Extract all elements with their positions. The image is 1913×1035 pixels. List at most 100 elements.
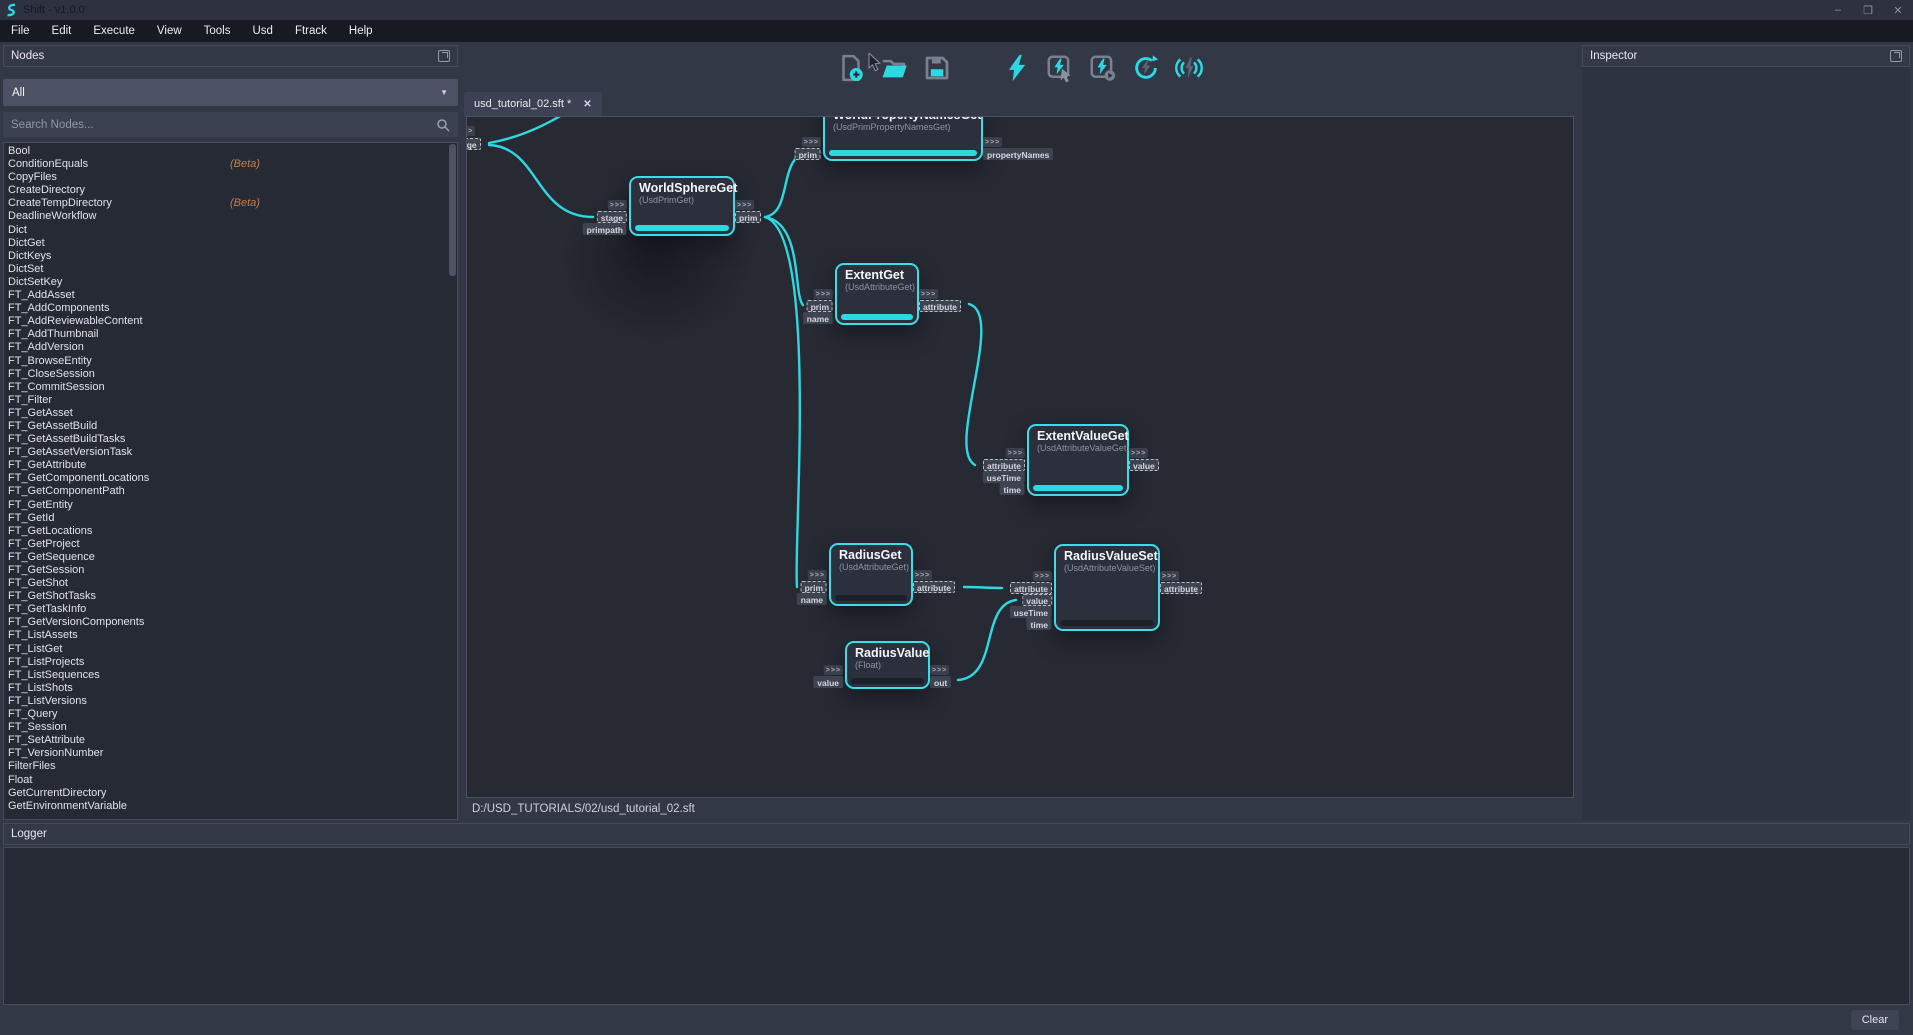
graph-node[interactable]: RadiusValueSet(UsdAttributeValueSet)attr… <box>1054 544 1160 631</box>
list-item[interactable]: FT_GetSequence <box>8 551 457 564</box>
list-item[interactable]: FT_CommitSession <box>8 381 457 394</box>
save-icon[interactable] <box>920 51 954 85</box>
execute-selected-icon[interactable] <box>1043 51 1077 85</box>
undock-icon[interactable] <box>1890 50 1902 62</box>
menu-item-usd[interactable]: Usd <box>242 20 284 42</box>
open-folder-icon[interactable] <box>877 51 911 85</box>
input-port-useTime[interactable]: useTime <box>983 471 1025 483</box>
graph-node[interactable]: RadiusValue(Float)value>>>out>>> <box>845 641 930 689</box>
tab-close-icon[interactable]: ✕ <box>583 99 591 110</box>
menu-item-execute[interactable]: Execute <box>82 20 146 42</box>
list-item[interactable]: DictSet <box>8 263 457 276</box>
list-item[interactable]: FT_GetVersionComponents <box>8 616 457 629</box>
refresh-execute-icon[interactable] <box>1129 51 1163 85</box>
list-item[interactable]: CopyFiles <box>8 171 457 184</box>
input-port-value[interactable]: value <box>813 676 843 688</box>
input-port-attribute[interactable]: attribute <box>1010 582 1052 594</box>
list-item[interactable]: FT_AddThumbnail <box>8 328 457 341</box>
graph-node[interactable]: WorldPropertyNamesGet(UsdPrimPropertyNam… <box>823 116 983 161</box>
close-button[interactable]: ✕ <box>1883 0 1913 20</box>
menu-item-edit[interactable]: Edit <box>41 20 83 42</box>
output-port-attribute[interactable]: attribute <box>913 581 955 593</box>
list-item[interactable]: FT_Query <box>8 708 457 721</box>
list-item[interactable]: DictKeys <box>8 250 457 263</box>
list-item[interactable]: Dict <box>8 224 457 237</box>
list-item[interactable]: FT_GetSession <box>8 564 457 577</box>
list-item[interactable]: FT_Session <box>8 721 457 734</box>
list-item[interactable]: FT_AddVersion <box>8 341 457 354</box>
input-port-time[interactable]: time <box>1027 618 1052 630</box>
list-item[interactable]: FT_BrowseEntity <box>8 355 457 368</box>
restore-button[interactable]: ❐ <box>1853 0 1883 20</box>
minimize-button[interactable]: – <box>1823 0 1853 20</box>
output-port-prim[interactable]: prim <box>735 211 761 223</box>
list-item[interactable]: CreateDirectory <box>8 184 457 197</box>
list-item[interactable]: FT_GetAsset <box>8 407 457 420</box>
list-item[interactable]: FT_ListVersions <box>8 695 457 708</box>
list-item[interactable]: FT_AddComponents <box>8 302 457 315</box>
list-item[interactable]: FT_ListGet <box>8 643 457 656</box>
input-port-name[interactable]: name <box>797 593 827 605</box>
list-item[interactable]: Bool <box>8 145 457 158</box>
tab-usd-tutorial[interactable]: usd_tutorial_02.sft * ✕ <box>464 92 602 116</box>
input-port-primpath[interactable]: primpath <box>583 223 627 235</box>
search-input[interactable] <box>11 119 436 131</box>
list-item[interactable]: DictSetKey <box>8 276 457 289</box>
node-graph-canvas[interactable]: WorldPropertyNamesGet(UsdPrimPropertyNam… <box>466 116 1574 798</box>
new-file-icon[interactable] <box>834 51 868 85</box>
execute-resume-icon[interactable] <box>1086 51 1120 85</box>
input-port-name[interactable]: name <box>803 312 833 324</box>
input-port-prim[interactable]: prim <box>795 148 821 160</box>
list-item[interactable]: FT_GetTaskInfo <box>8 603 457 616</box>
list-item[interactable]: FT_GetEntity <box>8 499 457 512</box>
input-port-value[interactable]: value <box>1022 594 1052 606</box>
input-port-time[interactable]: time <box>1000 483 1025 495</box>
list-item[interactable]: GetCurrentDirectory <box>8 787 457 800</box>
graph-node[interactable]: ExtentValueGet(UsdAttributeValueGet)attr… <box>1027 424 1129 496</box>
list-item[interactable]: FT_GetComponentPath <box>8 485 457 498</box>
input-port-useTime[interactable]: useTime <box>1010 606 1052 618</box>
menu-item-view[interactable]: View <box>146 20 193 42</box>
input-port-prim[interactable]: prim <box>801 581 827 593</box>
list-item[interactable]: FT_GetLocations <box>8 525 457 538</box>
list-item[interactable]: FT_GetShotTasks <box>8 590 457 603</box>
list-item[interactable]: FT_GetAttribute <box>8 459 457 472</box>
node-filter-dropdown[interactable]: All ▼ <box>3 79 458 106</box>
list-item[interactable]: CreateTempDirectory(Beta) <box>8 197 457 210</box>
output-port-propertyNames[interactable]: propertyNames <box>983 148 1053 160</box>
menu-item-help[interactable]: Help <box>338 20 384 42</box>
input-port-prim[interactable]: prim <box>807 300 833 312</box>
graph-node[interactable]: ExtentGet(UsdAttributeGet)primname>>>att… <box>835 263 919 325</box>
output-port-attribute[interactable]: attribute <box>919 300 961 312</box>
list-item[interactable]: FT_GetAssetBuild <box>8 420 457 433</box>
list-item[interactable]: FT_GetShot <box>8 577 457 590</box>
list-item[interactable]: FT_ListProjects <box>8 656 457 669</box>
output-port-value[interactable]: value <box>1129 459 1159 471</box>
list-item[interactable]: FT_GetAssetBuildTasks <box>8 433 457 446</box>
list-item[interactable]: FT_Filter <box>8 394 457 407</box>
list-item[interactable]: DeadlineWorkflow <box>8 210 457 223</box>
list-item[interactable]: Float <box>8 774 457 787</box>
input-port-stage[interactable]: stage <box>597 211 627 223</box>
list-item[interactable]: GetEnvironmentVariable <box>8 800 457 813</box>
list-item[interactable]: FT_CloseSession <box>8 368 457 381</box>
list-item[interactable]: FT_AddReviewableContent <box>8 315 457 328</box>
menu-item-file[interactable]: File <box>0 20 41 42</box>
list-item[interactable]: FT_GetProject <box>8 538 457 551</box>
graph-node[interactable]: RadiusGet(UsdAttributeGet)primname>>>att… <box>829 543 913 606</box>
stub-port-stage[interactable]: age <box>466 138 481 150</box>
list-item[interactable]: FT_ListSequences <box>8 669 457 682</box>
list-item[interactable]: FT_GetId <box>8 512 457 525</box>
execute-icon[interactable] <box>1000 51 1034 85</box>
list-item[interactable]: FT_GetComponentLocations <box>8 472 457 485</box>
menu-item-ftrack[interactable]: Ftrack <box>284 20 338 42</box>
list-item[interactable]: ConditionEquals(Beta) <box>8 158 457 171</box>
list-item[interactable]: FT_VersionNumber <box>8 747 457 760</box>
list-item[interactable]: FT_SetAttribute <box>8 734 457 747</box>
list-item[interactable]: FT_AddAsset <box>8 289 457 302</box>
list-item[interactable]: FT_ListAssets <box>8 629 457 642</box>
output-port-attribute[interactable]: attribute <box>1160 582 1202 594</box>
live-execute-icon[interactable] <box>1172 51 1206 85</box>
list-item[interactable]: FT_ListShots <box>8 682 457 695</box>
clear-button[interactable]: Clear <box>1851 1010 1899 1030</box>
